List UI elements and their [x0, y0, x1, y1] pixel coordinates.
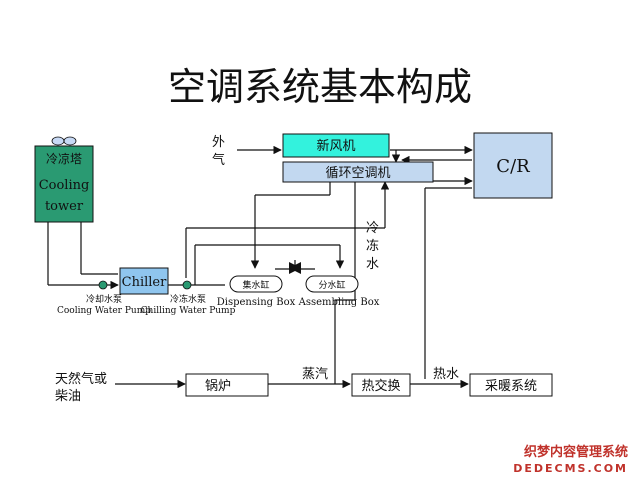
watermark-line-2: DEDECMS.COM: [513, 462, 628, 475]
cooling-tower-box: [34, 145, 94, 223]
valve-icon: [289, 260, 301, 274]
watermark-line-1: 织梦内容管理系统: [524, 444, 628, 460]
cooling-tower-top-label: 冷凉塔: [46, 151, 82, 166]
cooling-tower-fan-icon: [51, 136, 65, 146]
chilling-pump-cn: 冷冻水泵: [170, 293, 206, 305]
heating-system-label: 采暖系统: [485, 379, 537, 394]
heating-system-box: [469, 373, 553, 397]
chilled-water-label-2: 冻: [366, 238, 379, 254]
chilled-water-label-1: 冷: [366, 221, 379, 236]
chilled-water-label-3: 水: [366, 257, 379, 272]
dispensing-box-en: Dispensing Box: [217, 297, 296, 308]
assembling-box-en: Assembling Box: [298, 297, 380, 308]
chilling-pump-icon: [182, 280, 192, 290]
hot-water-label: 热水: [433, 367, 459, 382]
fresh-air-unit-label: 新风机: [316, 138, 355, 154]
boiler-label: 锅炉: [205, 378, 231, 394]
circulating-ahu-label: 循环空调机: [325, 166, 390, 181]
cooling-tower-label-2: tower: [45, 199, 84, 214]
heat-exchanger-box: [351, 373, 411, 397]
steam-label: 蒸汽: [302, 367, 328, 382]
outside-air-label-1: 外: [212, 135, 225, 150]
cooling-pump-icon: [98, 280, 108, 290]
cooling-tower-label-1: Cooling: [39, 178, 90, 193]
fuel-label-2: 柴油: [55, 389, 81, 404]
connection-lines: [47, 145, 473, 389]
chiller-label: Chiller: [122, 275, 167, 290]
chilling-pump-en: Chilling Water Pump: [141, 306, 236, 316]
fuel-label-1: 天然气或: [55, 371, 107, 387]
heat-exchanger-label: 热交换: [361, 378, 400, 394]
dispensing-box-cn: 集水缸: [242, 279, 269, 291]
cooling-pump-cn: 冷却水泵: [86, 293, 122, 305]
fresh-air-unit-box: [282, 133, 390, 158]
boiler-box: [185, 373, 269, 397]
assembling-box: [305, 275, 359, 293]
cooling-tower-fan-icon: [63, 136, 77, 146]
cooling-pump-en: Cooling Water Pump: [57, 306, 151, 316]
cr-box: [473, 132, 553, 199]
dispensing-box: [229, 275, 283, 293]
diagram-title: 空调系统基本构成: [168, 65, 472, 109]
outside-air-label-2: 气: [212, 152, 225, 168]
chiller-box: [119, 267, 169, 295]
cr-label: C/R: [496, 156, 530, 177]
circulating-ahu-box: [282, 161, 434, 183]
assembling-box-cn: 分水缸: [318, 279, 345, 291]
